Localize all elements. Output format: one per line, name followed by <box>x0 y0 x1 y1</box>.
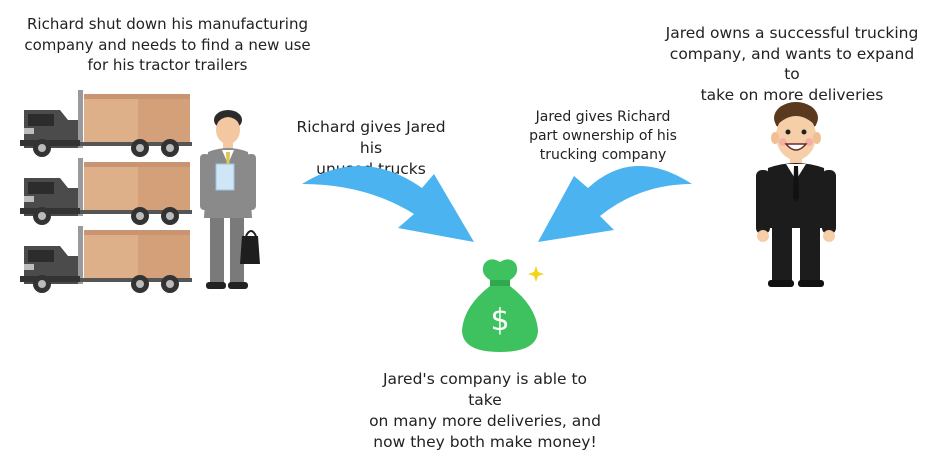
richard-gives-text: Richard gives Jared his unused trucks <box>296 118 446 178</box>
businessman-icon <box>200 110 260 289</box>
curved-arrow-icon <box>538 165 692 242</box>
richard-situation-text: Richard shut down his manufacturing comp… <box>24 15 311 74</box>
jared-situation-text: Jared owns a successful trucking company… <box>665 24 919 104</box>
truck-icon <box>20 158 192 225</box>
jared-gives-text: Jared gives Richard part ownership of hi… <box>529 109 677 163</box>
sparkle-icon <box>528 266 544 282</box>
businessman-icon <box>756 102 836 287</box>
curved-arrow-icon <box>302 165 474 242</box>
truck-icon <box>20 90 192 157</box>
dollar-sign: $ <box>490 303 509 338</box>
truck-icon <box>20 226 192 293</box>
money-bag-icon: $ <box>462 259 538 352</box>
outcome-text: Jared's company is able to take on many … <box>369 370 601 451</box>
